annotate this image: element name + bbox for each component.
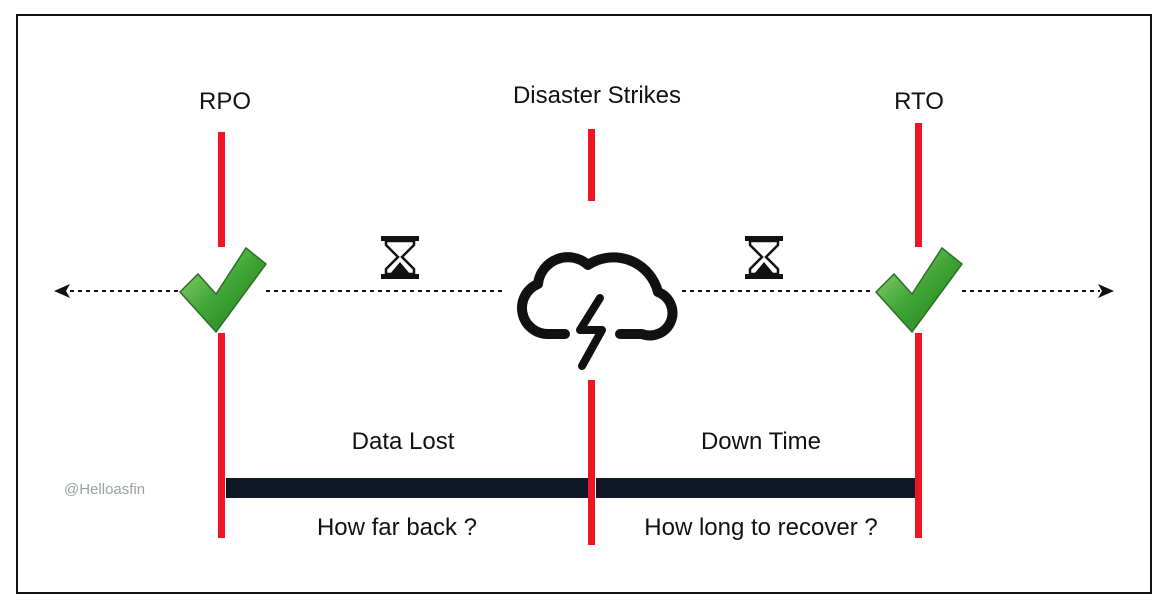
storm-cloud-icon [517, 252, 678, 370]
check-icon [874, 246, 964, 334]
hourglass-icon [381, 236, 419, 279]
how-far-back-label: How far back ? [316, 514, 478, 541]
arrow-right-icon [1098, 284, 1114, 298]
down-time-bar [596, 478, 915, 498]
down-time-label: Down Time [700, 428, 822, 455]
how-long-to-recover-label: How long to recover ? [644, 514, 878, 541]
rto-label: RTO [894, 88, 944, 115]
disaster-marker-line-bottom [588, 380, 595, 545]
rto-marker-line-bottom [915, 333, 922, 538]
disaster-strikes-label: Disaster Strikes [512, 82, 682, 109]
rpo-marker-line-bottom [218, 333, 225, 538]
watermark: @Helloasfin [64, 481, 146, 498]
rto-marker-line-top [915, 123, 922, 247]
data-lost-bar [226, 478, 588, 498]
check-icon [178, 246, 268, 334]
arrow-left-icon [54, 284, 70, 298]
hourglass-icon [745, 236, 783, 279]
data-lost-label: Data Lost [351, 428, 455, 455]
disaster-marker-line-top [588, 129, 595, 201]
rpo-marker-line-top [218, 132, 225, 247]
rpo-label: RPO [198, 88, 252, 115]
